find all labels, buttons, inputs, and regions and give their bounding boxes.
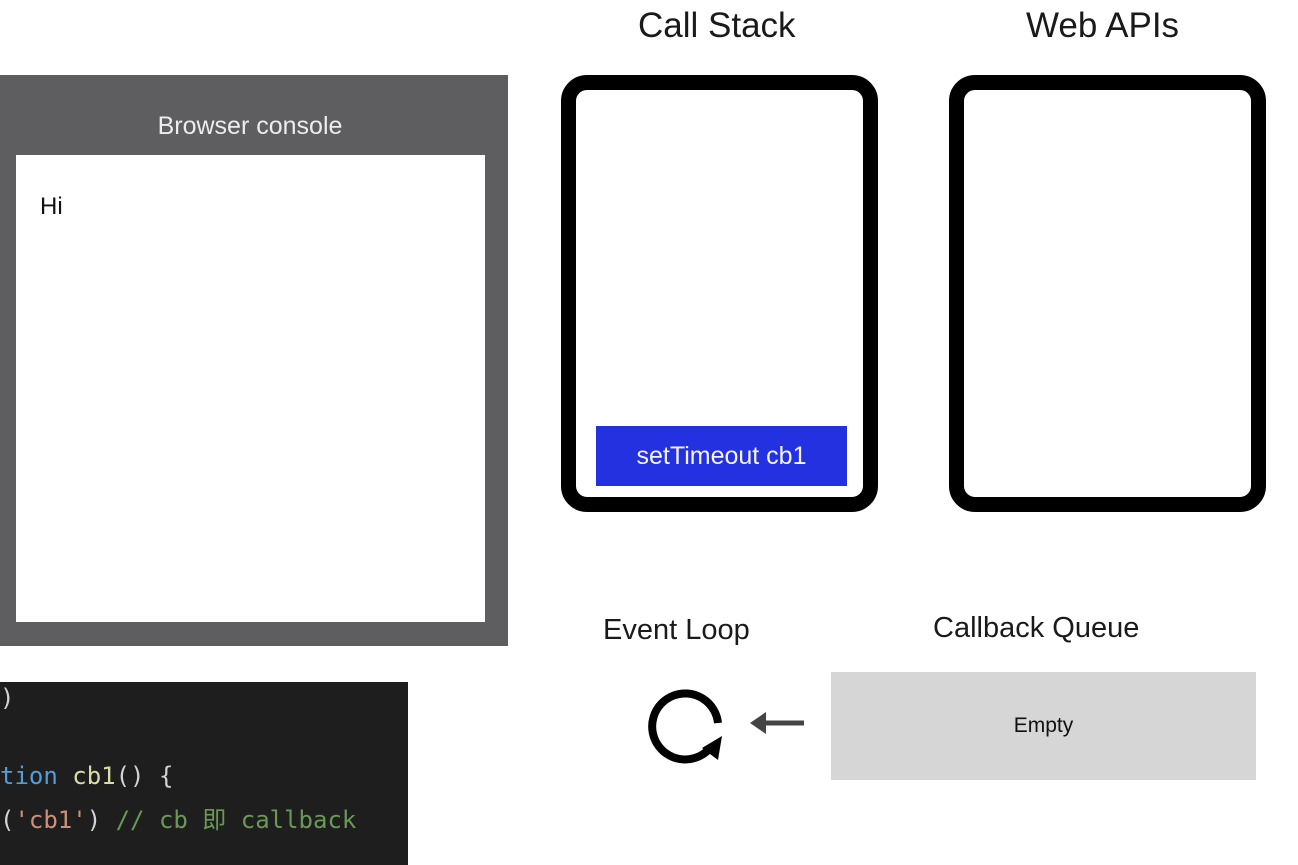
browser-console-panel: Browser console Hi [0,75,508,646]
event-loop-title: Event Loop [603,614,750,646]
browser-console-title: Browser console [157,112,343,140]
web-apis-title: Web APIs [1026,6,1180,45]
call-stack-title: Call Stack [638,6,796,45]
code-line: ('cb1') // cb 即 callback [0,800,356,835]
code-token: ) [0,684,15,712]
loop-arrow-icon [648,689,722,764]
code-token: tion [0,762,73,790]
call-stack-frame: setTimeout cb1 [596,426,847,486]
browser-console-output: Hi [16,155,485,622]
code-token: ( [0,806,15,834]
callback-queue-title: Callback Queue [933,612,1140,644]
code-token: cb1 [72,762,116,790]
code-token: // cb 即 callback [115,806,357,834]
code-token: ) [86,806,116,834]
code-snippet: ) tion cb1() { ('cb1') // cb 即 callback [0,682,408,865]
left-arrow-icon [750,712,804,734]
callback-queue-box: Empty [831,672,1256,780]
code-line: ) [0,684,14,712]
callback-queue-content: Empty [1013,714,1074,737]
code-token: 'cb1' [14,806,87,834]
code-line: tion cb1() { [0,762,173,790]
console-output-line: Hi [40,193,63,220]
web-apis-box [949,75,1266,512]
code-token: () { [115,762,174,790]
